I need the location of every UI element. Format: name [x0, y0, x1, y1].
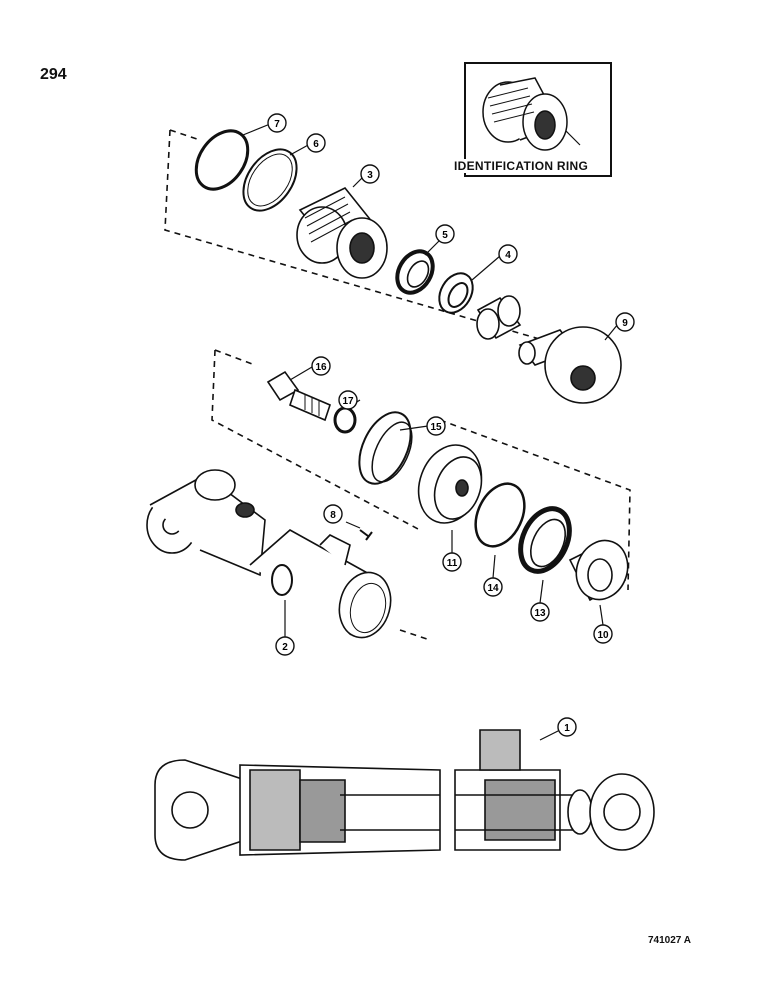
callouts: 7 6 3 5 4 9 16 17 15 8 11 14 13 10 2 1	[267, 113, 635, 737]
callout-3: 3	[360, 164, 380, 184]
part-2-o-ring	[271, 564, 293, 596]
middle-group-outline	[211, 349, 421, 531]
svg-text:17: 17	[342, 396, 354, 407]
part-2-cylinder-tube	[146, 469, 392, 639]
part-9-rod-eye	[518, 326, 622, 404]
page-number: 294	[40, 66, 67, 83]
svg-text:16: 16	[315, 362, 327, 373]
callout-7: 7	[267, 113, 287, 133]
callout-15: 15	[426, 416, 446, 436]
callout-9: 9	[615, 312, 635, 332]
callout-6: 6	[306, 133, 326, 153]
part-5-seal	[395, 249, 435, 295]
svg-text:15: 15	[430, 422, 442, 433]
part-11-piston	[417, 444, 483, 524]
svg-text:9: 9	[622, 318, 628, 329]
svg-text:3: 3	[367, 170, 373, 181]
callout-17: 17	[338, 390, 358, 410]
part-13-seal	[518, 506, 572, 574]
callout-1: 1	[557, 717, 577, 737]
part-3-gland	[296, 186, 388, 279]
callout-2: 2	[275, 636, 295, 656]
svg-text:14: 14	[487, 583, 499, 594]
inset-gland-picture	[482, 77, 568, 151]
svg-text:4: 4	[505, 250, 511, 261]
svg-text:2: 2	[282, 642, 288, 653]
callout-5: 5	[435, 224, 455, 244]
document-code: 741027 A	[648, 935, 691, 946]
identification-ring-inset	[464, 62, 612, 177]
callout-8: 8	[323, 504, 343, 524]
part-15-wear-ring	[358, 411, 413, 485]
callout-14: 14	[483, 577, 503, 597]
svg-text:11: 11	[447, 558, 458, 569]
part-16-bolt	[266, 370, 331, 422]
part-4-wiper	[438, 272, 474, 314]
svg-text:5: 5	[442, 230, 448, 241]
callout-13: 13	[530, 602, 550, 622]
part-17-washer	[333, 406, 357, 434]
part-10-stop	[568, 539, 629, 602]
part-6-backup-ring	[242, 148, 298, 212]
svg-text:6: 6	[313, 139, 319, 150]
callout-4: 4	[498, 244, 518, 264]
svg-text:7: 7	[274, 119, 280, 130]
part-14-ring	[474, 482, 526, 548]
assembled-cylinder	[154, 729, 655, 861]
part-8-screw	[359, 529, 373, 541]
svg-text:1: 1	[564, 723, 570, 734]
bushing	[476, 295, 522, 340]
svg-text:10: 10	[597, 630, 609, 641]
upper-group-outline	[164, 129, 561, 346]
svg-text:13: 13	[534, 608, 546, 619]
callout-11: 11	[442, 552, 462, 572]
part-7-o-ring	[194, 129, 250, 191]
callout-10: 10	[593, 624, 613, 644]
callout-16: 16	[311, 356, 331, 376]
svg-text:8: 8	[330, 510, 336, 521]
inset-label: IDENTIFICATION RING	[452, 159, 591, 173]
